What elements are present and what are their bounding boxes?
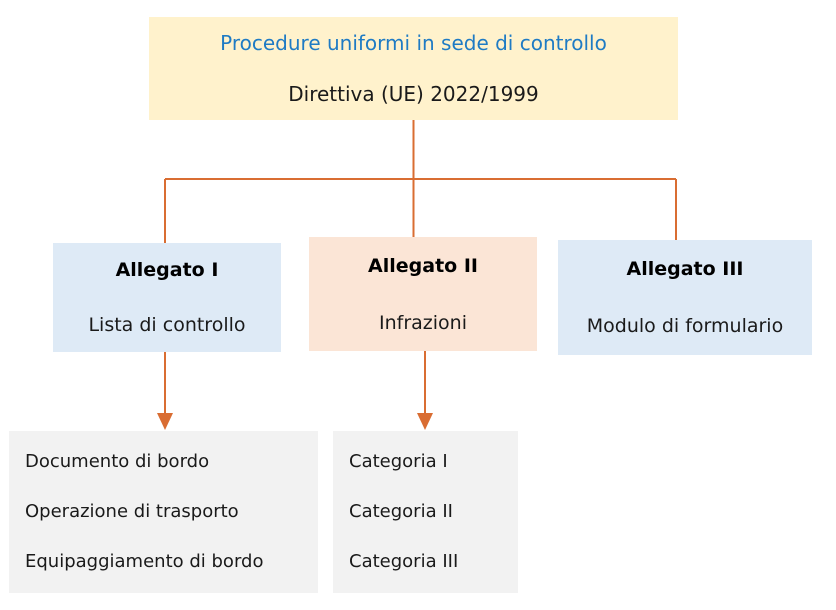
node-allegato-1: Allegato I Lista di controllo (53, 243, 281, 352)
node-allegato-1-body: Lista di controllo (88, 313, 246, 336)
node-allegato-3-body: Modulo di formulario (586, 315, 784, 338)
node-allegato-2-header: Allegato II (368, 254, 478, 277)
root-node: Procedure uniformi in sede di controllo … (149, 17, 678, 120)
list-item: Documento di bordo (25, 451, 210, 472)
node-allegato-2-body: Infrazioni (379, 311, 467, 334)
leaf-infraction-categories: Categoria I Categoria II Categoria III (333, 431, 518, 593)
list-item: Categoria I (349, 451, 448, 472)
arrowhead-down-icon (417, 413, 433, 430)
arrowhead-down-icon (157, 413, 173, 430)
list-item: Categoria III (349, 551, 459, 572)
list-item: Categoria II (349, 501, 453, 522)
list-item: Equipaggiamento di bordo (25, 551, 264, 572)
node-allegato-1-header: Allegato I (115, 259, 219, 282)
root-node-title: Procedure uniformi in sede di controllo (220, 30, 607, 55)
node-allegato-3: Allegato III Modulo di formulario (558, 240, 812, 355)
root-node-subtitle: Direttiva (UE) 2022/1999 (288, 82, 539, 107)
node-allegato-2: Allegato II Infrazioni (309, 237, 537, 351)
node-allegato-3-header: Allegato III (626, 257, 744, 280)
list-item: Operazione di trasporto (25, 501, 239, 522)
leaf-checklist-items: Documento di bordo Operazione di traspor… (9, 431, 318, 593)
